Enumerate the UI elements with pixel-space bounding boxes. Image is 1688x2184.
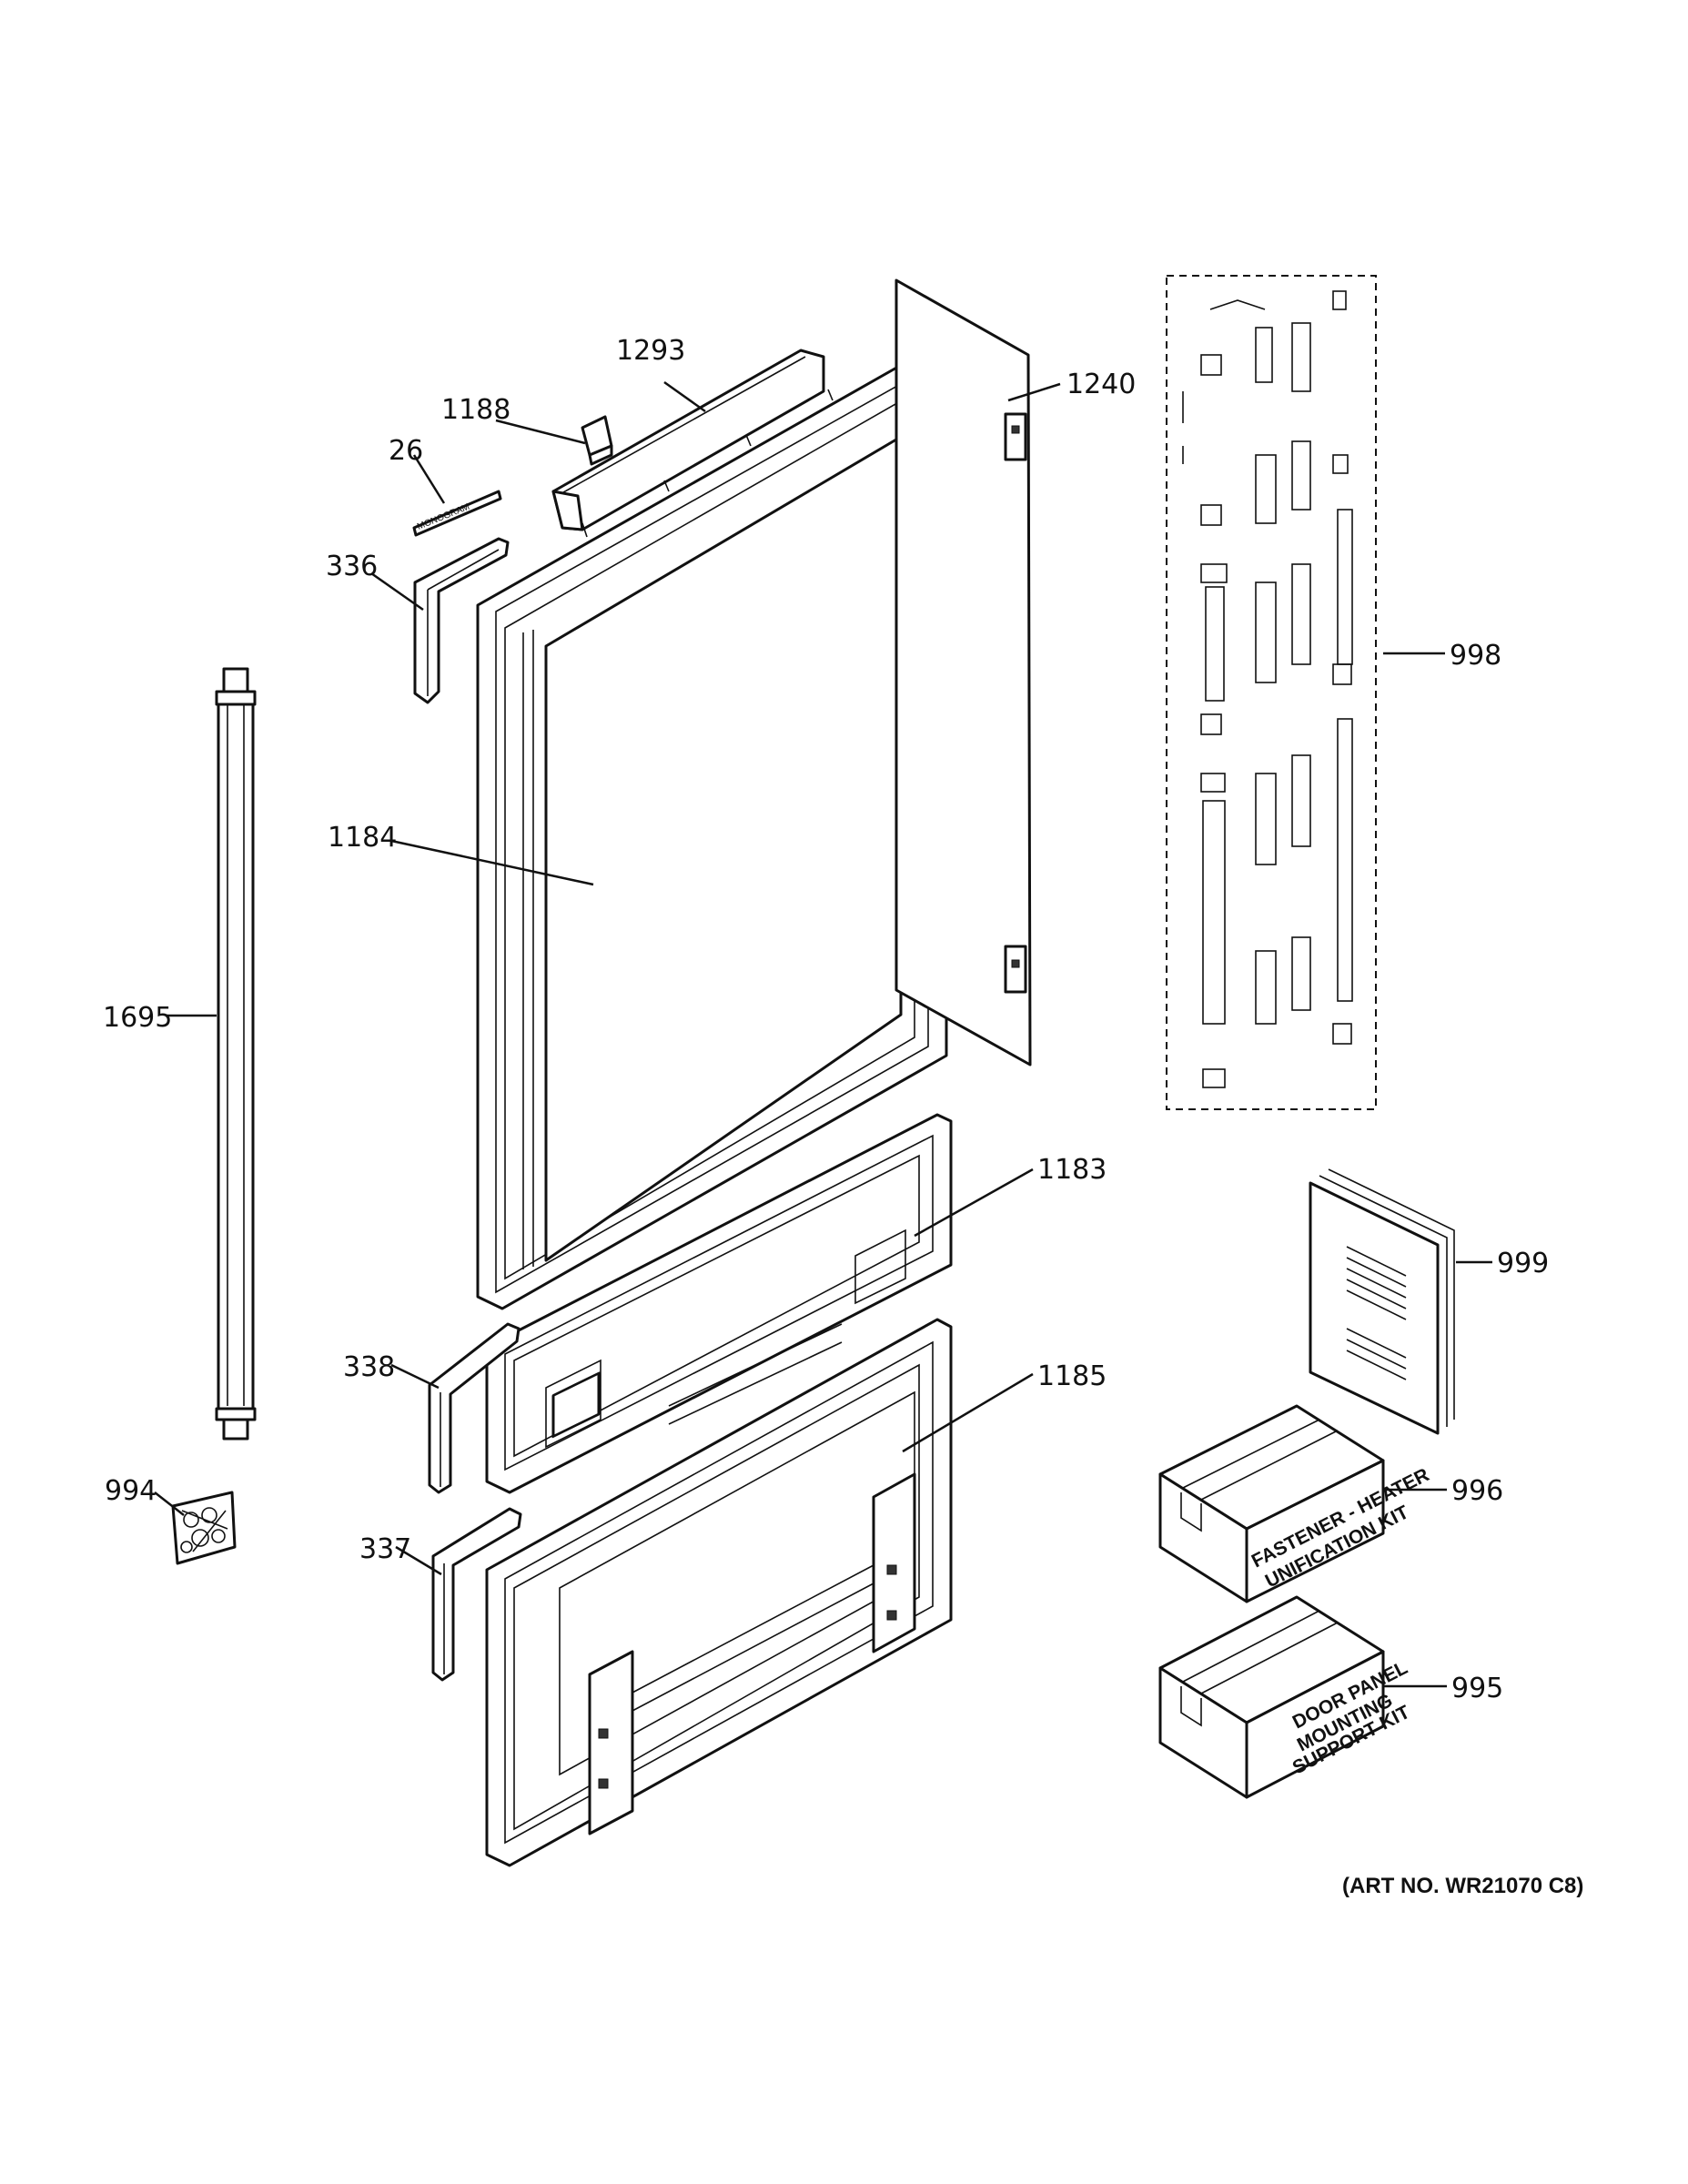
label-1185: 1185: [1037, 1360, 1107, 1392]
part-1695-strip: [215, 667, 257, 1441]
art-number: (ART NO. WR21070 C8): [1342, 1874, 1583, 1898]
part-337-trim: [431, 1507, 522, 1682]
part-995-door-panel-kit-box: DOOR PANEL MOUNTING SUPPORT KIT: [1158, 1595, 1413, 1799]
label-338: 338: [343, 1351, 395, 1383]
part-labels: 1293 1188 26 336 1240 998 1184 1695 1183…: [103, 335, 1549, 1704]
label-1183: 1183: [1037, 1154, 1107, 1186]
part-996-fastener-kit-box: FASTENER - HEATER UNIFICATION KIT: [1158, 1404, 1432, 1603]
part-1188-clip: [581, 415, 613, 466]
label-995: 995: [1451, 1673, 1503, 1704]
label-998: 998: [1450, 640, 1501, 672]
label-26: 26: [389, 435, 423, 467]
part-26-emblem: MONOGRAM: [412, 490, 502, 537]
leader-lines: [154, 380, 1492, 1688]
label-999: 999: [1497, 1248, 1549, 1279]
label-1695: 1695: [103, 1002, 172, 1034]
label-1188: 1188: [441, 394, 510, 426]
part-1240-panel: [895, 278, 1032, 1067]
part-999-manual: [1309, 1168, 1455, 1435]
part-994-hardware-bag: [171, 1491, 237, 1565]
label-994: 994: [105, 1475, 157, 1507]
label-1293: 1293: [616, 335, 685, 367]
label-337: 337: [359, 1533, 411, 1565]
label-1184: 1184: [328, 822, 397, 854]
part-1184-upper-door: [476, 353, 948, 1310]
label-996: 996: [1451, 1475, 1503, 1507]
label-336: 336: [326, 551, 378, 582]
part-1183-middle-drawer: [485, 1113, 953, 1494]
part-338-trim: [428, 1322, 521, 1494]
label-1240: 1240: [1066, 369, 1136, 400]
part-1185-lower-drawer: [485, 1318, 953, 1867]
emblem-text: MONOGRAM: [416, 502, 471, 532]
part-1293-handle: [551, 349, 825, 531]
part-998-hinge-kit: [1166, 275, 1377, 1110]
part-336-trim: [413, 537, 510, 704]
